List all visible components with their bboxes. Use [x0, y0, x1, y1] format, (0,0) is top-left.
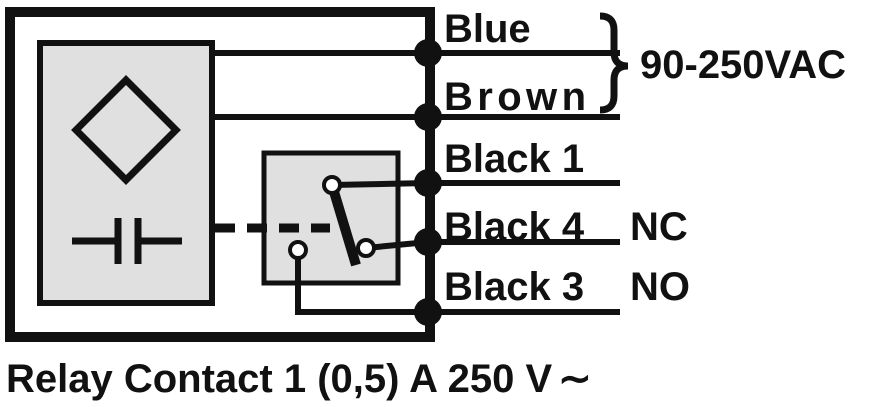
capacitor-icon — [72, 218, 182, 264]
proximity-sensor-icon — [71, 75, 181, 185]
wire-label-black-1: Black 1 — [444, 137, 584, 181]
relay-rating-text: Relay Contact 1 (0,5) A 250 V — [6, 357, 552, 401]
terminal-dot-blue — [414, 39, 442, 67]
terminal-dot-black-1 — [414, 169, 442, 197]
relay-block — [261, 150, 401, 286]
contact-label-no: NO — [630, 265, 690, 309]
wire-label-blue: Blue — [444, 7, 531, 51]
relay-contact-terminal — [356, 238, 376, 258]
wire-label-black-3: Black 3 — [444, 265, 584, 309]
terminal-dots — [414, 39, 442, 326]
relay-rating-caption: Relay Contact 1 (0,5) A 250 V∼ — [6, 357, 592, 401]
relay-contact-terminal — [288, 240, 308, 260]
sensor-block — [37, 40, 215, 306]
supply-wires — [212, 50, 620, 120]
wire-label-black-4: Black 4 — [444, 205, 585, 249]
relay-contact-terminal — [322, 175, 342, 195]
ac-symbol-icon: ∼ — [558, 357, 592, 401]
supply-voltage-label: 90-250VAC — [640, 43, 846, 87]
terminal-dot-brown — [414, 103, 442, 131]
curly-brace-icon — [599, 12, 629, 114]
contact-label-nc: NC — [630, 205, 688, 249]
wire-label-brown: Brown — [444, 75, 586, 119]
terminal-dot-black-4 — [414, 228, 442, 256]
terminal-dot-black-3 — [414, 298, 442, 326]
